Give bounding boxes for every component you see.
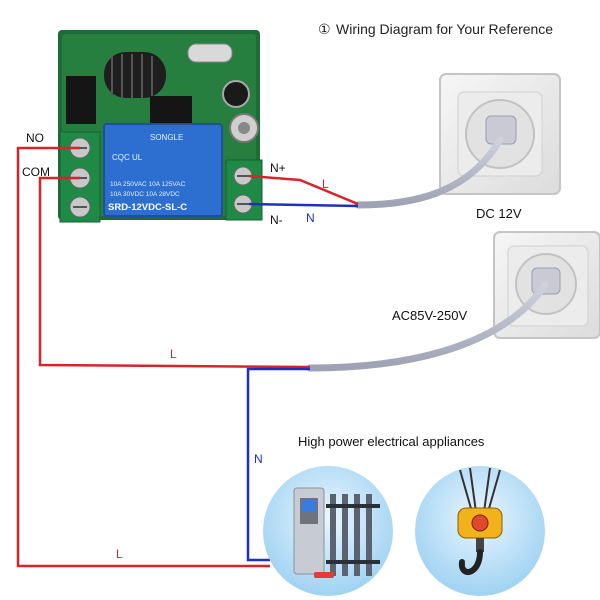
terminal-label-com: COM bbox=[22, 165, 50, 179]
relay-rating-2: 10A 30VDC 10A 28VDC bbox=[110, 191, 180, 198]
wire-dc-neutral bbox=[248, 202, 359, 208]
dc-supply-label: DC 12V bbox=[476, 206, 522, 221]
wire-label-ac-neutral: N bbox=[254, 452, 263, 466]
terminal-label-no: NO bbox=[26, 131, 44, 145]
wire-no-to-appliance bbox=[16, 146, 270, 568]
antenna-coil bbox=[104, 52, 166, 98]
terminal-label-n-minus: N- bbox=[270, 213, 283, 227]
crystal bbox=[187, 43, 233, 63]
relay-brand: SONGLE bbox=[150, 133, 183, 142]
dc-cable bbox=[354, 136, 504, 209]
ac-supply-label: AC85V-250V bbox=[392, 308, 467, 323]
header-number: ① bbox=[318, 21, 331, 37]
wire-dc-live bbox=[248, 174, 359, 206]
relay bbox=[103, 123, 223, 217]
terminal-block-right bbox=[225, 159, 263, 221]
socket-dc bbox=[439, 73, 561, 195]
relay-model: SRD-12VDC-SL-C bbox=[108, 202, 187, 213]
chip-center bbox=[150, 96, 192, 126]
wire-label-ac-live: L bbox=[170, 347, 177, 361]
capacitor-1 bbox=[222, 80, 250, 108]
header-title: Wiring Diagram for Your Reference bbox=[336, 21, 553, 37]
wire-label-dc-neutral: N bbox=[306, 211, 315, 225]
chip-left bbox=[66, 76, 96, 124]
wire-com-to-ac-live bbox=[38, 176, 311, 369]
relay-module: SONGLE CQC UL 10A 250VAC 10A 125VAC 10A … bbox=[58, 30, 263, 223]
ac-cable bbox=[306, 281, 549, 372]
wire-ac-neutral bbox=[246, 367, 310, 562]
gate-appliance-illustration bbox=[263, 466, 393, 596]
appliances-caption: High power electrical appliances bbox=[298, 434, 485, 449]
relay-rating-1: 10A 250VAC 10A 125VAC bbox=[110, 181, 186, 188]
wire-label-bottom-live: L bbox=[116, 547, 123, 561]
relay-cert: CQC UL bbox=[112, 153, 143, 162]
wire-label-dc-live: L bbox=[322, 177, 329, 191]
crane-hook-appliance-illustration bbox=[415, 466, 545, 596]
terminal-label-n-plus: N+ bbox=[270, 161, 286, 175]
